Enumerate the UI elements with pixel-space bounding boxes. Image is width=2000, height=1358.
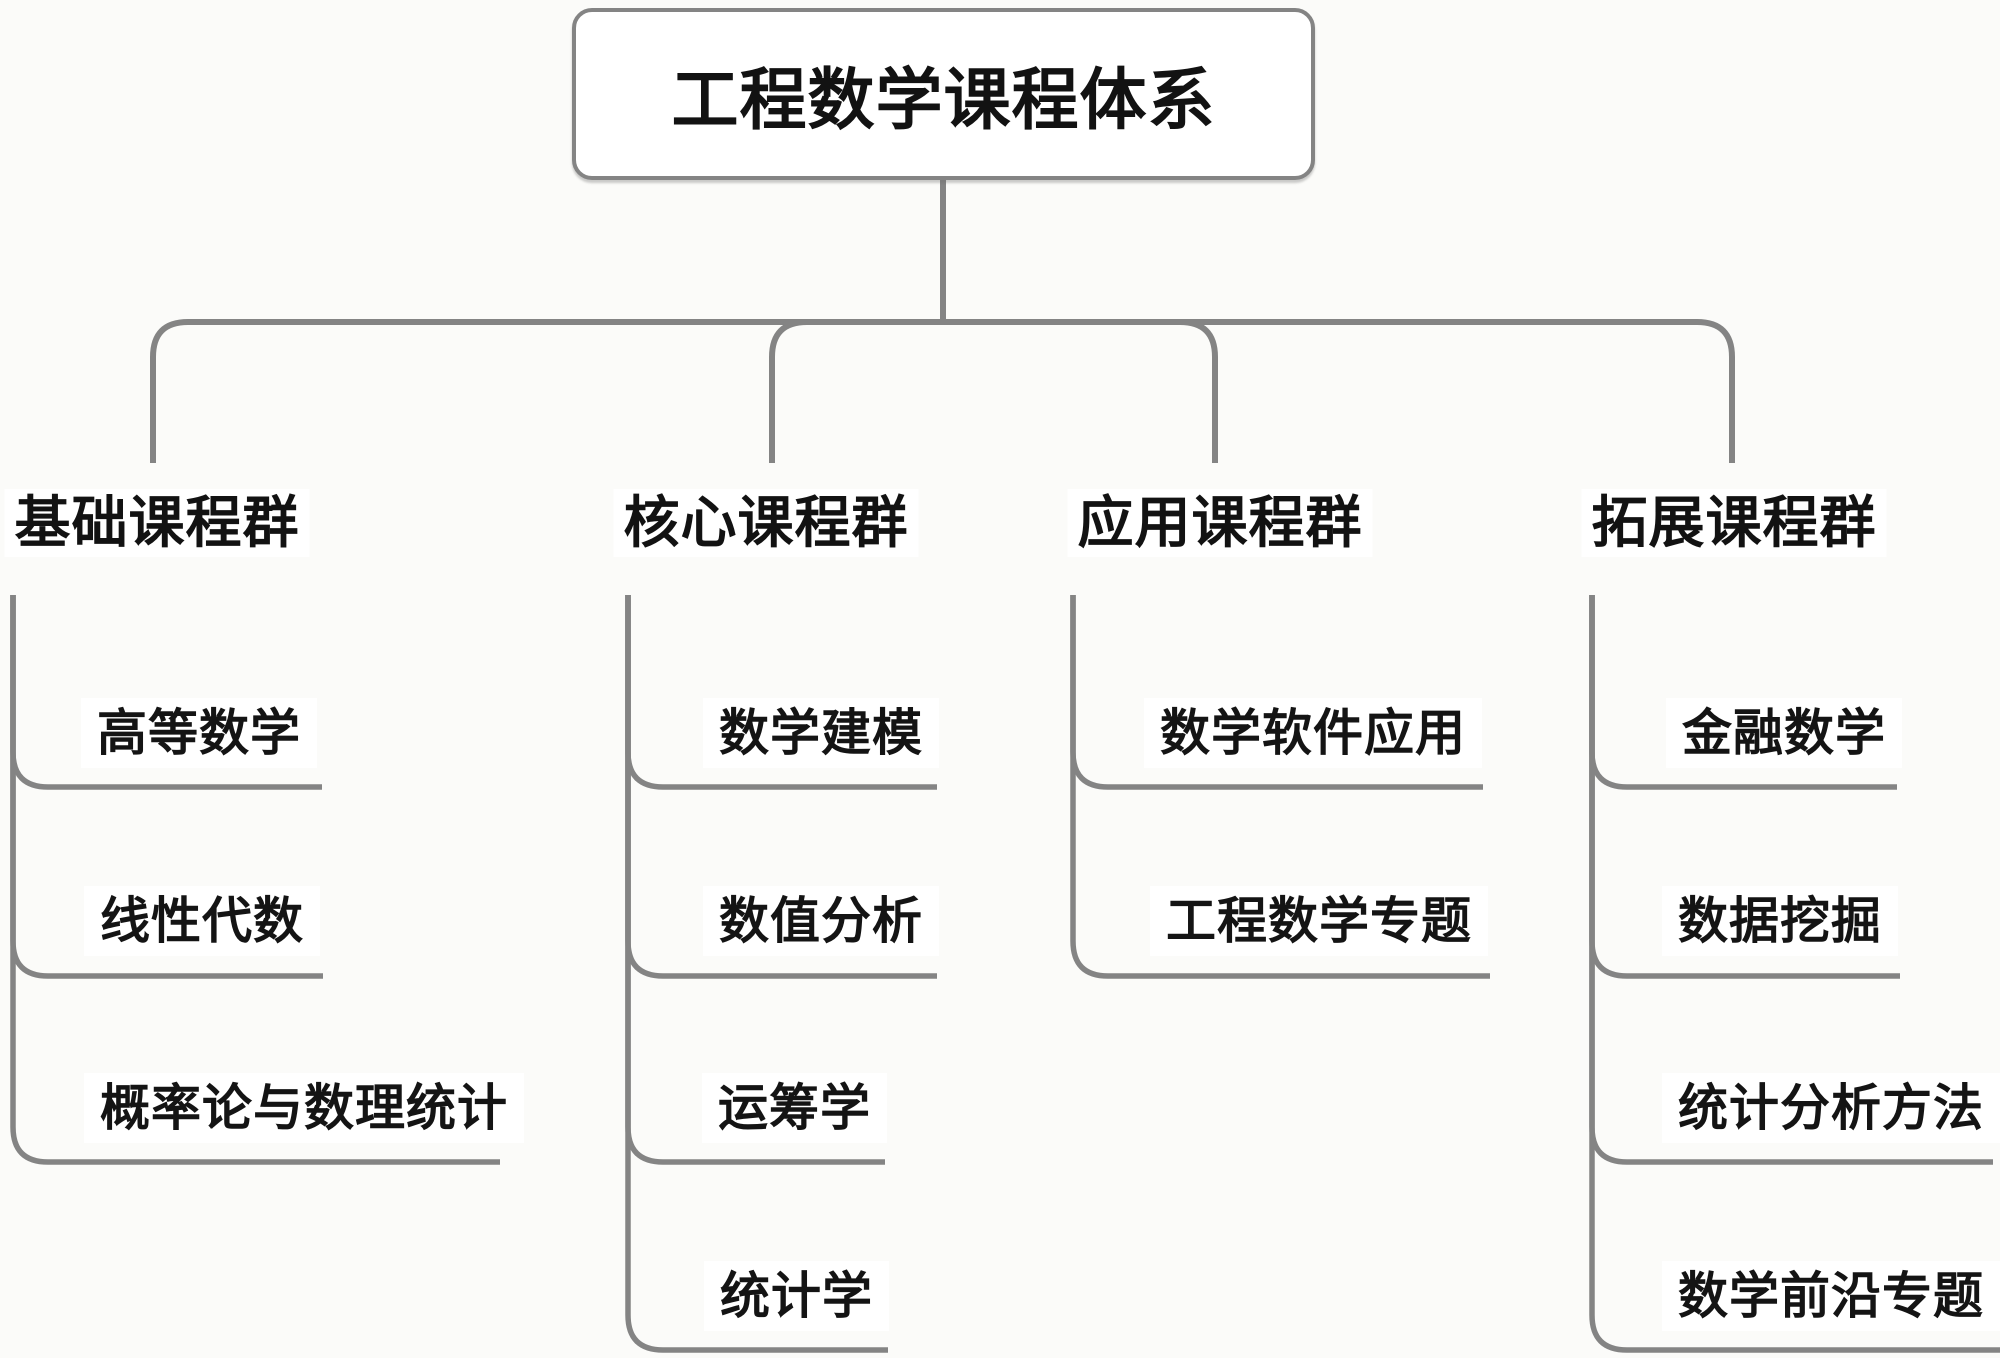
root-node: 工程数学课程体系 [572,8,1315,180]
branch-extended-courses: 拓展课程群 [1581,489,1887,557]
link-core-child-4 [625,595,888,1353]
link-applied-child-2 [1070,595,1490,979]
link-extended-child-4 [1589,595,2000,1353]
branch-basic-courses: 基础课程群 [4,489,310,557]
node-engineering-math-topics: 工程数学专题 [1150,886,1488,956]
link-root-extended [943,319,1735,463]
branch-applied-courses: 应用课程群 [1067,489,1373,557]
link-basic-child-3 [10,595,500,1165]
node-math-software-application: 数学软件应用 [1144,698,1482,768]
link-root-core [769,319,943,463]
node-statistics: 统计学 [704,1261,889,1331]
node-mathematical-modeling: 数学建模 [703,698,939,768]
node-operations-research: 运筹学 [702,1073,887,1143]
link-root-applied [943,319,1218,463]
node-numerical-analysis: 数值分析 [703,886,939,956]
node-financial-mathematics: 金融数学 [1666,698,1902,768]
node-higher-mathematics: 高等数学 [81,698,317,768]
node-linear-algebra: 线性代数 [84,886,320,956]
node-statistical-analysis-methods: 统计分析方法 [1662,1073,2000,1143]
node-math-frontier-topics: 数学前沿专题 [1662,1261,2000,1331]
node-probability-and-statistics: 概率论与数理统计 [84,1073,524,1143]
branch-core-courses: 核心课程群 [613,489,919,557]
node-data-mining: 数据挖掘 [1662,886,1898,956]
link-root-basic [150,319,943,463]
